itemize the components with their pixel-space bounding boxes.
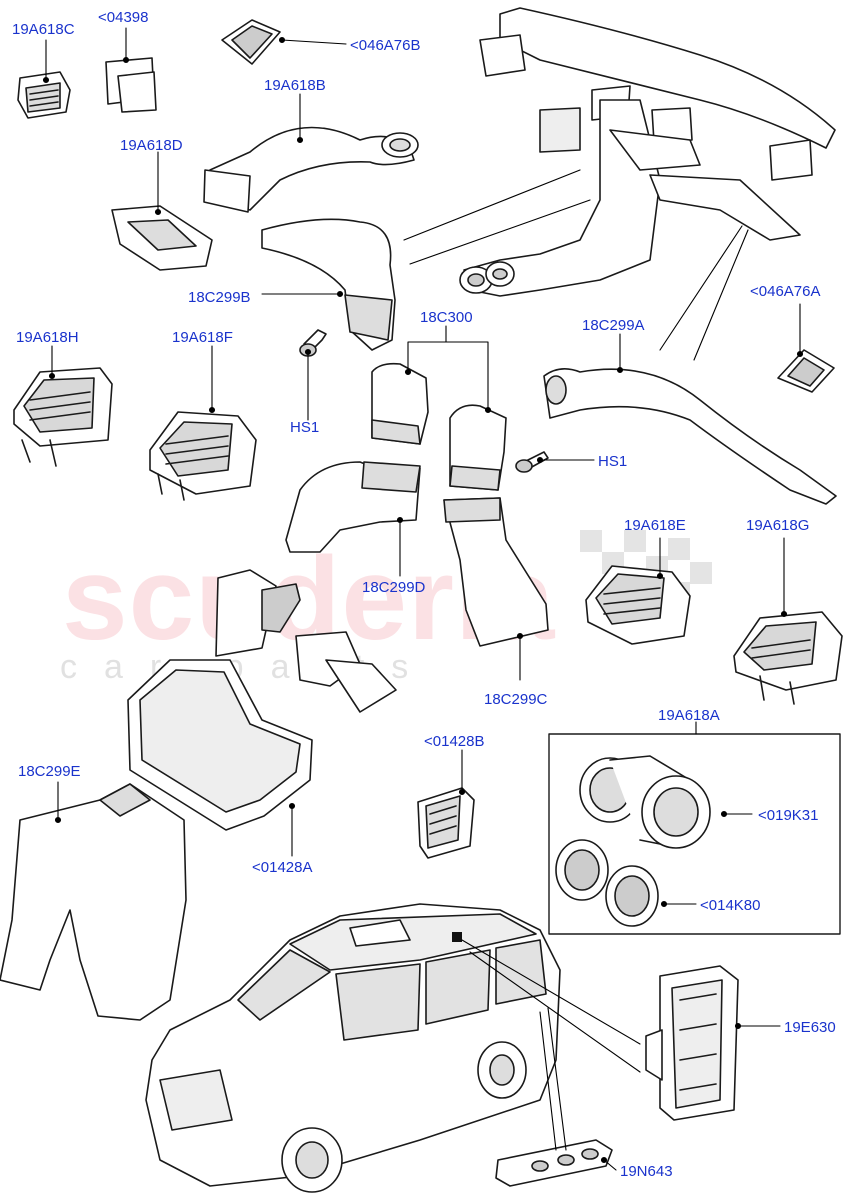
label-18C299B: 18C299B: [188, 289, 251, 306]
part-19A618G: [733, 611, 843, 705]
part-19A618B: [203, 126, 419, 213]
part-18C299A: [543, 368, 837, 505]
label-HS1-right: HS1: [598, 453, 628, 470]
part-HS1-screw-b: [515, 451, 549, 473]
part-dashboard-ducts: [459, 7, 836, 297]
part-18C300-a: [371, 362, 429, 445]
part-046A76B: [221, 19, 281, 65]
label-01428A: <01428A: [252, 859, 313, 876]
part-01428A: [127, 569, 397, 831]
part-19A618D: [111, 205, 213, 271]
label-014K80: <014K80: [700, 897, 761, 914]
label-18C299C: 18C299C: [484, 691, 548, 708]
label-19E630: 19E630: [784, 1019, 836, 1036]
label-19A618B: 19A618B: [264, 77, 326, 94]
label-19A618H: 19A618H: [16, 329, 79, 346]
label-19A618A: 19A618A: [658, 707, 720, 724]
label-18C299D: 18C299D: [362, 579, 426, 596]
label-019K31: <019K31: [758, 807, 819, 824]
part-19A618A-box: [548, 733, 841, 935]
label-046A76B: <046A76B: [350, 37, 421, 54]
label-19A618F: 19A618F: [172, 329, 233, 346]
label-19A618D: 19A618D: [120, 137, 183, 154]
label-HS1-left: HS1: [290, 419, 320, 436]
part-HS1-screw-a: [299, 329, 327, 357]
label-046A76A: <046A76A: [750, 283, 821, 300]
label-18C299E: 18C299E: [18, 763, 81, 780]
label-19N643: 19N643: [620, 1163, 673, 1180]
part-vehicle: [145, 903, 561, 1193]
part-18C299D: [285, 461, 421, 553]
part-19N643: [495, 1139, 613, 1187]
part-19A618F: [149, 411, 257, 501]
part-19A618C: [17, 71, 71, 119]
leader-lines: [42, 27, 804, 1171]
part-18C299C: [443, 497, 549, 647]
part-019K31: [579, 755, 711, 849]
part-046A76A: [777, 349, 835, 393]
label-19A618C: 19A618C: [12, 21, 75, 38]
label-19A618E: 19A618E: [624, 517, 686, 534]
part-18C299E: [0, 783, 187, 1021]
part-014K80: [555, 839, 659, 927]
part-04398: [105, 57, 157, 113]
part-18C299B: [261, 218, 396, 351]
part-01428B: [417, 787, 475, 859]
part-19A618E: [585, 565, 691, 645]
label-18C300: 18C300: [420, 309, 473, 326]
label-18C299A: 18C299A: [582, 317, 645, 334]
part-18C300-b: [449, 404, 507, 491]
label-04398: <04398: [98, 9, 149, 26]
label-01428B: <01428B: [424, 733, 485, 750]
part-19A618H: [13, 367, 113, 467]
part-19E630: [645, 965, 739, 1121]
label-19A618G: 19A618G: [746, 517, 810, 534]
